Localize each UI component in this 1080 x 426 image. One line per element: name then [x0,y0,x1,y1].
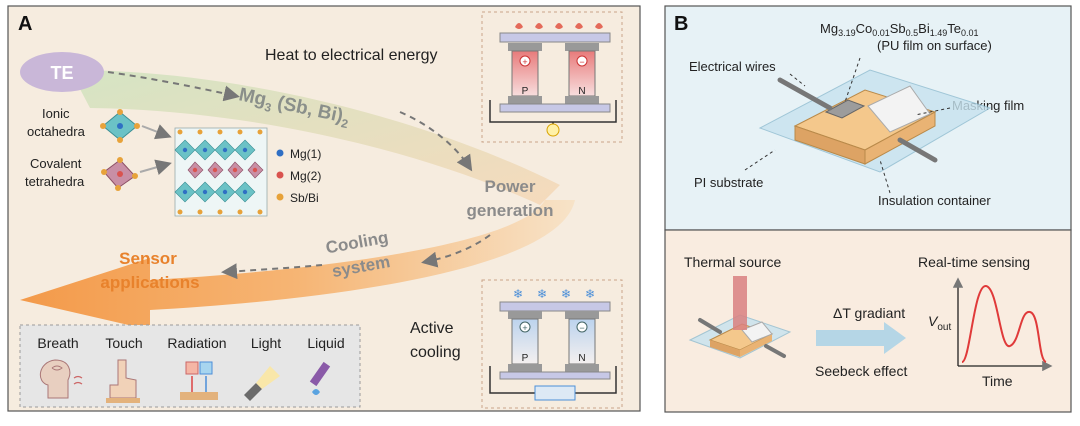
formula-subscript: 0.5 [906,28,919,38]
atom-legend: Mg(1) Mg(2) Sb/Bi [276,147,321,205]
svg-text:−: − [579,57,584,67]
time-label: Time [982,373,1013,389]
svg-text:❄: ❄ [585,287,595,301]
heat-beam-icon [733,276,747,330]
dashed-arrow-te [107,71,240,102]
real-time-sensing-label: Real-time sensing [918,254,1030,270]
legend-label-mg1: Mg(1) [290,147,321,161]
panel-b-letter: B [674,13,688,35]
legend-dot-mg2 [276,171,284,179]
covalent-label-1: Covalent [30,156,82,171]
formula-subscript: 0.01 [872,28,890,38]
device-heated [688,276,792,359]
active-cooling-label-2: cooling [410,344,461,361]
thermal-source-label: Thermal source [684,254,781,270]
legend-dot-mg1 [276,149,284,157]
te-label: TE [50,63,73,83]
te-cooler-device: ❄ ❄ ❄ ❄ + − P N [481,279,623,409]
v-out-label: Vout [928,313,951,333]
formula-subscript: 1.49 [930,28,948,38]
legend-label-sbbi: Sb/Bi [290,191,319,205]
power-generation-label-2: generation [467,201,554,220]
formula-label: Mg3.19Co0.01Sb0.5Bi1.49Te0.01 [820,21,979,38]
panel-a-letter: A [18,13,32,35]
formula-element: Bi [918,21,930,36]
formula-element: Mg [820,21,838,36]
sensor-applications-label-1: Sensor [119,249,177,268]
dashed-arrow-cooling [421,234,491,268]
svg-text:❄: ❄ [513,287,523,301]
dropper-icon [309,361,331,395]
te-generator-device: + − P N [481,11,623,143]
pu-film-label: (PU film on surface) [877,38,992,53]
app-label-light: Light [251,335,281,351]
pi-substrate-label: PI substrate [694,175,763,190]
sensor-applications-label-2: applications [100,273,199,292]
svg-text:+: + [522,57,527,67]
legend-label-mg2: Mg(2) [290,169,321,183]
formula-element: Co [856,21,873,36]
leader-lines [744,57,951,194]
seebeck-label: Seebeck effect [815,363,907,379]
te-ellipse [20,52,104,92]
flame-icons [515,23,603,29]
gen-leg-p: P [522,86,529,97]
applications-strip: Breath Touch Radiation Light Liquid [19,324,361,408]
electrical-wires-label: Electrical wires [689,59,776,74]
battery-icon [534,385,576,401]
octahedron-icon [100,109,140,143]
signal-plot: Vout Time [928,277,1053,389]
svg-text:−: − [579,323,584,333]
snowflake-icons: ❄ ❄ ❄ ❄ [513,287,595,301]
tetrahedron-icon [101,157,138,191]
signal-curve [961,285,1047,363]
cool-leg-n: N [578,353,585,364]
svg-text:+: + [522,323,527,333]
ionic-label-2: octahedra [27,124,86,139]
panel-a: A TE Mg3 (Sb, Bi)2 Heat to electrical en… [7,5,641,412]
crystal-structure [174,127,268,217]
app-label-liquid: Liquid [307,335,344,351]
finger-touch-icon [106,359,140,403]
formula-element: Sb [890,21,906,36]
covalent-label-2: tetrahedra [25,174,85,189]
green-arrow-band [70,70,560,205]
power-generation-label-1: Power [484,177,535,196]
active-cooling-label-1: Active [410,320,454,337]
svg-text:❄: ❄ [561,287,571,301]
flashlight-icon [244,366,280,401]
formula-subscript: 0.01 [961,28,979,38]
app-label-touch: Touch [105,335,142,351]
panel-b: B Mg3.19Co0.01Sb0.5Bi1.49Te0.01 (PU film… [664,5,1072,413]
device-3d [758,69,992,173]
app-label-radiation: Radiation [167,335,226,351]
light-bulb-icon [546,123,560,137]
cool-leg-p: P [522,353,529,364]
delta-t-label: ΔT gradiant [833,305,905,321]
dashed-arrow-sensor [221,263,323,280]
ionic-label-1: Ionic [42,106,70,121]
formula-element: Te [947,21,961,36]
gen-leg-n: N [578,86,585,97]
formula-subscript: 3.19 [838,28,856,38]
dashed-arrow-power [399,111,473,172]
svg-text:❄: ❄ [537,287,547,301]
gradient-arrow [816,322,906,354]
radiation-icon [180,361,218,400]
insulation-container-label: Insulation container [878,193,991,208]
legend-dot-sbbi [276,193,284,201]
heat-to-electric-label: Heat to electrical energy [265,47,438,64]
head-icon [39,359,83,399]
app-label-breath: Breath [37,335,78,351]
orange-big-arrow [20,200,575,330]
